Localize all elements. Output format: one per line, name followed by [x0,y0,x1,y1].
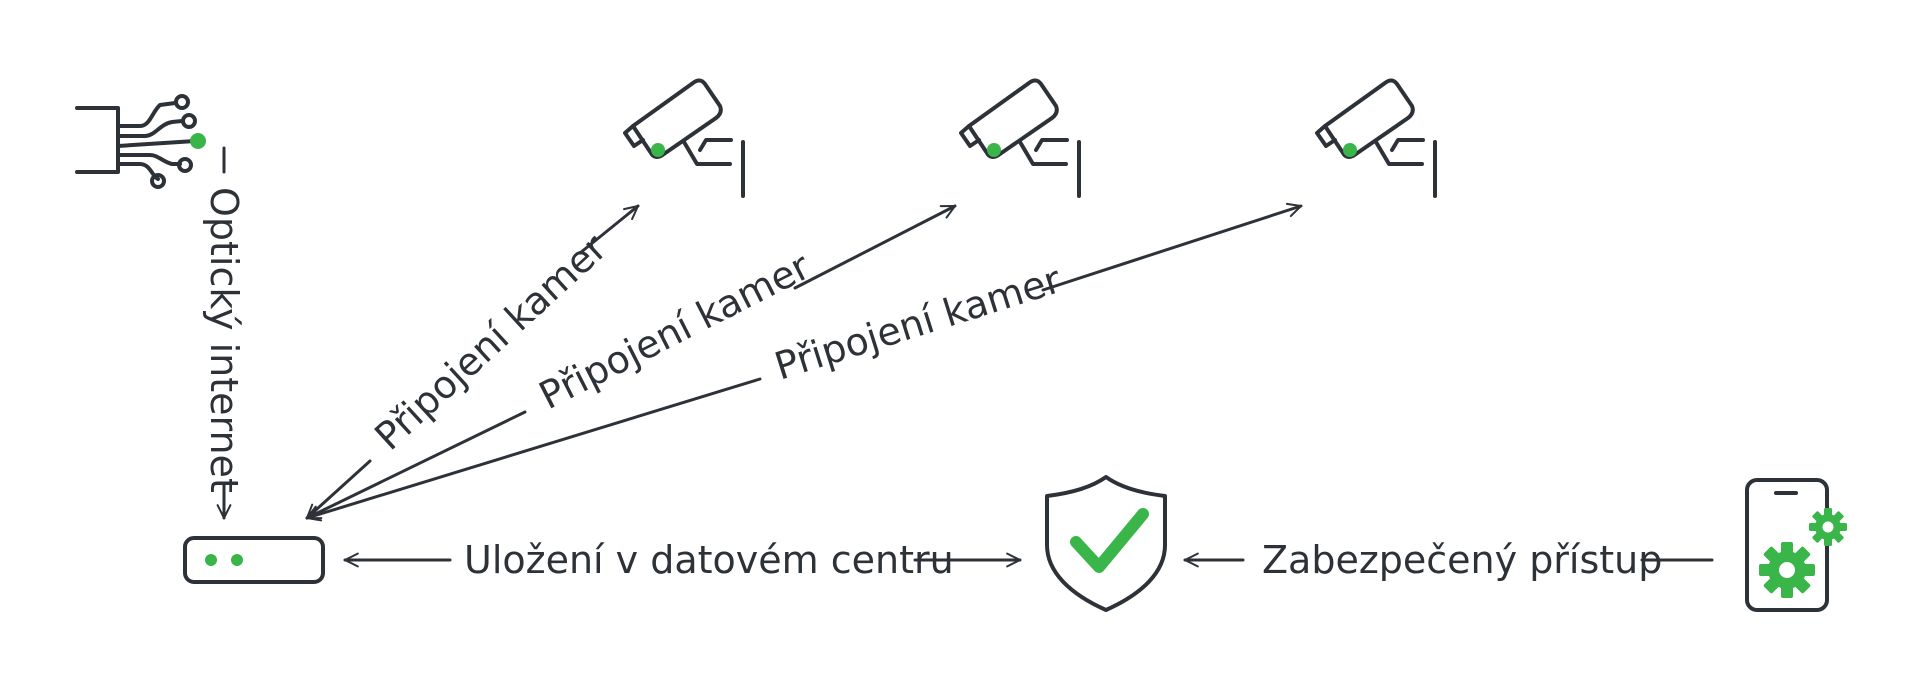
gear-icon [1759,542,1815,598]
fiber-optic-icon [75,94,206,189]
gear-small-icon [1809,508,1847,546]
camera-3 [1315,78,1437,198]
security-camera-icon [1315,78,1437,198]
security-camera-icon [959,78,1081,198]
camera-2 [959,78,1081,198]
network-recorder-icon [183,536,325,584]
security-camera-icon [623,78,745,198]
secure-access-label: Zabezpečený přístup [1262,538,1662,582]
storage-label: Uložení v datovém centru [464,538,954,582]
shield-check-icon [1045,475,1167,612]
camera-1 [623,78,745,198]
phone-settings-icon [1745,478,1847,612]
camera-link-1-label: Připojení kamer [366,225,615,458]
fiber-label: Optický internet [202,187,246,493]
